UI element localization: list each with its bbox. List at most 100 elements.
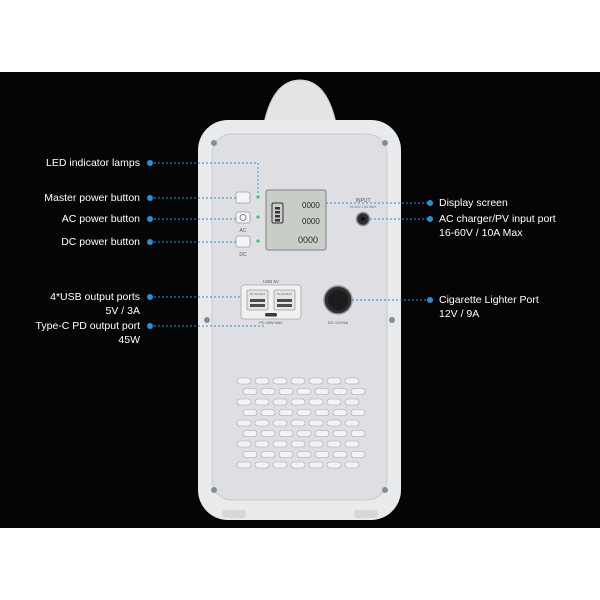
screw [389,317,395,323]
vent-slot [326,419,342,427]
vent-slot [308,398,324,406]
callout-dots [147,160,433,329]
vent-slot [332,451,348,458]
vent-slot [254,398,270,406]
vent-slot [296,409,312,416]
input-port-subtext: 16-60V 10A MAX [350,205,378,209]
vent-slot [332,388,348,395]
vent-slot [278,388,294,395]
ac-power-label: AC power button [61,213,140,225]
battery-icon [271,202,284,224]
screw [211,487,217,493]
vent-slot [314,409,330,416]
vent-slot [326,440,342,448]
vent-slot [296,430,312,437]
vent-slot [254,377,270,385]
dc-button-text: DC [239,252,247,258]
vent-slot [290,461,306,469]
dc-power-label: DC power button [61,236,140,248]
led-indicator [256,195,260,199]
led-indicator [256,215,260,219]
pd-text: PD 45W MAX [259,321,283,325]
vent-slot [278,451,294,458]
master-power-label: Master power button [44,192,140,204]
master-power-button [235,191,251,204]
lcd-readout-3: 0000 [298,235,318,245]
vent-slot [236,461,252,469]
vent-slot [254,440,270,448]
ac-power-button [235,211,251,224]
vent-slot [278,409,294,416]
vent-slot [344,419,360,427]
lcd-readout-2: 0000 [302,217,320,226]
vent-slot [344,398,360,406]
vent-slot [236,440,252,448]
product-diagram: AC DC 0000 0000 0000 INPUT 16-60V 10A MA… [0,72,600,528]
vent-slot [242,451,258,458]
vent-slot [290,398,306,406]
vent-slot [308,419,324,427]
vent-slot [242,409,258,416]
vent-slot [260,430,276,437]
vent-slot [236,398,252,406]
vent-slot [350,451,366,458]
vent-slot [344,461,360,469]
vent-slot [326,377,342,385]
svg-text:5V 3A MAX: 5V 3A MAX [250,292,265,296]
vent-slot [272,440,288,448]
ac-button-text: AC [240,228,247,234]
vent-slot [314,388,330,395]
vent-slot [350,388,366,395]
led-indicator-label: LED indicator lamps [46,157,140,169]
type-c-label: Type-C PD output port 45W [35,320,140,346]
vent-slot [260,451,276,458]
power-symbol-icon [239,214,247,221]
dc-power-button [235,235,251,248]
vent-slot [332,430,348,437]
vent-slot [236,419,252,427]
usb-output-label: 4*USB output ports 5V / 3A [50,291,140,317]
vent-slot [290,440,306,448]
vent-slot [314,430,330,437]
screw [204,317,210,323]
lcd-readout-1: 0000 [302,201,320,210]
display-screen-label: Display screen [439,197,508,209]
vent-slot [350,430,366,437]
vent-slot [272,377,288,385]
usb-block-text: USB 5V [263,279,279,284]
led-indicator [256,239,260,243]
vent-slot [236,377,252,385]
ac-input-label: AC charger/PV input port 16-60V / 10A Ma… [439,213,556,239]
vent-slot [314,451,330,458]
vent-slot [344,377,360,385]
vent-slot [296,451,312,458]
vent-slot [254,419,270,427]
device-foot [222,510,246,518]
vent-slot [332,409,348,416]
vent-slot [272,398,288,406]
device-foot [354,510,378,518]
cigarette-port-label: Cigarette Lighter Port 12V / 9A [439,294,539,320]
vent-slot [272,461,288,469]
dc-out-text: DC 12V/9A [328,320,348,325]
vent-slot [290,377,306,385]
screw [211,140,217,146]
vent-slot [326,461,342,469]
vent-slot [308,461,324,469]
vent-slot [290,419,306,427]
screw [382,487,388,493]
vent-slot [272,419,288,427]
callout-lines [150,162,430,327]
vent-grille [236,377,366,469]
device-illustration: AC DC 0000 0000 0000 INPUT 16-60V 10A MA… [147,79,433,520]
vent-slot [278,430,294,437]
vent-slot [326,398,342,406]
display-screen [265,189,327,251]
vent-slot [308,440,324,448]
type-c-port [265,313,277,317]
vent-slot [242,388,258,395]
vent-slot [308,377,324,385]
vent-slot [260,388,276,395]
vent-slot [242,430,258,437]
screw [382,140,388,146]
